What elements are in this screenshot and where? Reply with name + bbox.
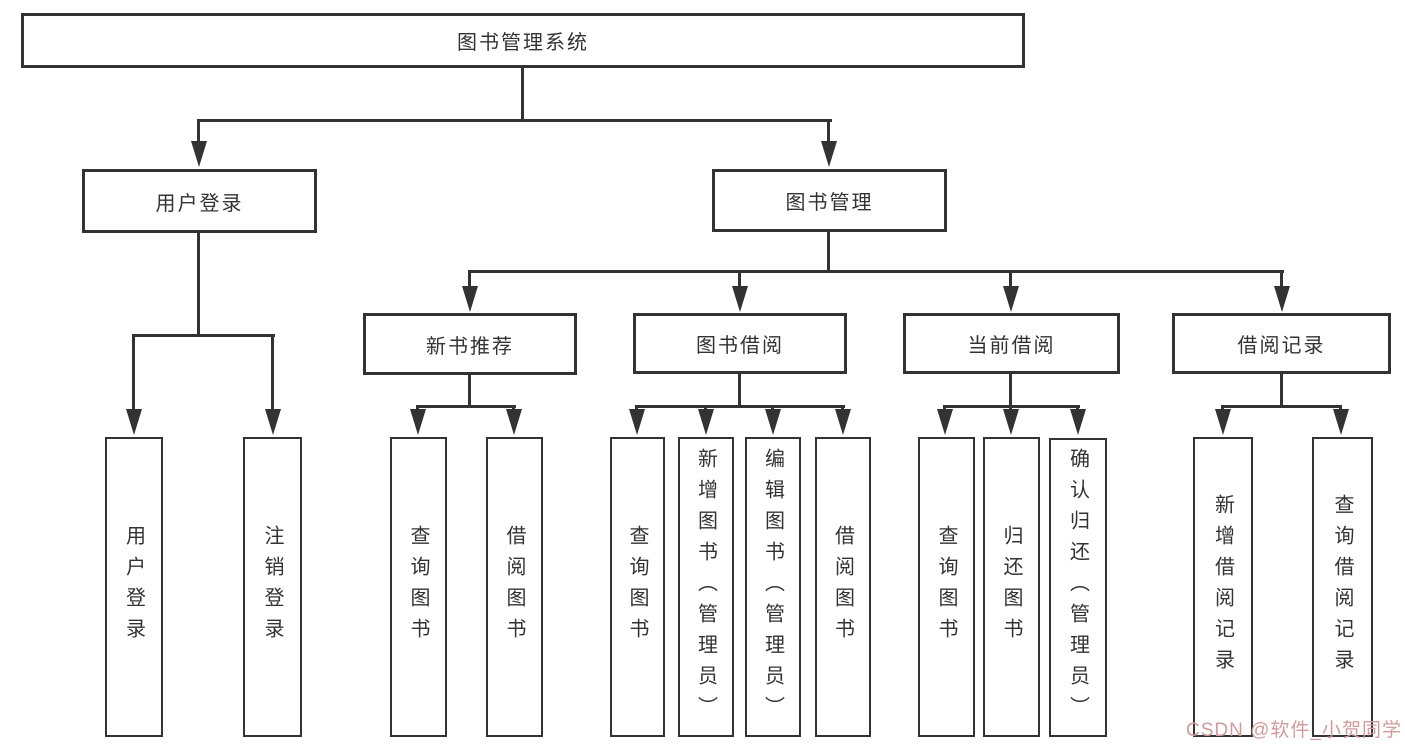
connector-line (1009, 270, 1012, 288)
connector-line (635, 405, 845, 408)
arrowhead (835, 409, 851, 435)
arrowhead (1274, 286, 1290, 312)
arrowhead (629, 409, 645, 435)
arrowhead (765, 409, 781, 435)
leaf-logout: 注销登录 (243, 437, 302, 737)
arrowhead (821, 141, 837, 167)
arrowhead (937, 409, 953, 435)
connector-line (521, 68, 524, 122)
leaf-borrow-books: 借阅图书 (815, 437, 871, 737)
connector-line (197, 233, 200, 337)
arrowhead (1215, 409, 1231, 435)
arrowhead (191, 141, 207, 167)
node-book-borrow: 图书借阅 (633, 313, 847, 374)
arrowhead (410, 409, 426, 435)
connector-line (271, 334, 274, 412)
arrowhead (126, 409, 142, 435)
leaf-query-books-recommend: 查询图书 (390, 437, 447, 737)
leaf-query-books-borrow: 查询图书 (610, 437, 665, 737)
arrowhead (462, 286, 478, 312)
connector-line (468, 374, 471, 407)
arrowhead (506, 409, 522, 435)
leaf-query-books-current: 查询图书 (918, 437, 975, 737)
leaf-user-login: 用户登录 (105, 437, 163, 737)
arrowhead (1333, 409, 1349, 435)
connector-line (132, 334, 275, 337)
leaf-add-borrow-record: 新增借阅记录 (1193, 437, 1253, 737)
node-user-login: 用户登录 (82, 169, 317, 233)
connector-line (827, 232, 830, 273)
leaf-add-book-admin: 新增图书（管理员） (678, 437, 734, 737)
leaf-query-borrow-record: 查询借阅记录 (1312, 437, 1373, 737)
connector-line (1221, 405, 1342, 408)
connector-line (738, 374, 741, 407)
watermark: CSDN @软件_小贺同学 (1186, 720, 1402, 741)
leaf-borrow-books-recommend: 借阅图书 (486, 437, 543, 737)
leaf-edit-book-admin: 编辑图书（管理员） (745, 437, 801, 737)
connector-line (1280, 374, 1283, 407)
node-root: 图书管理系统 (21, 13, 1025, 68)
connector-line (132, 334, 135, 412)
connector-line (197, 119, 832, 122)
connector-line (1009, 374, 1012, 407)
arrowhead (1070, 409, 1086, 435)
leaf-return-book: 归还图书 (983, 437, 1040, 737)
connector-line (827, 119, 830, 145)
connector-line (1280, 270, 1283, 288)
arrowhead (1003, 286, 1019, 312)
node-borrow-records: 借阅记录 (1172, 313, 1391, 374)
leaf-confirm-return-admin: 确认归还（管理员） (1049, 438, 1107, 737)
node-new-book-recommend: 新书推荐 (363, 313, 577, 375)
arrowhead (732, 286, 748, 312)
connector-line (197, 119, 200, 145)
connector-line (416, 405, 516, 408)
connector-line (738, 270, 741, 288)
connector-line (468, 270, 471, 288)
arrowhead (1003, 409, 1019, 435)
connector-line (468, 270, 1284, 273)
node-book-management: 图书管理 (712, 169, 947, 232)
node-current-borrow: 当前借阅 (903, 313, 1120, 374)
arrowhead (265, 409, 281, 435)
arrowhead (698, 409, 714, 435)
